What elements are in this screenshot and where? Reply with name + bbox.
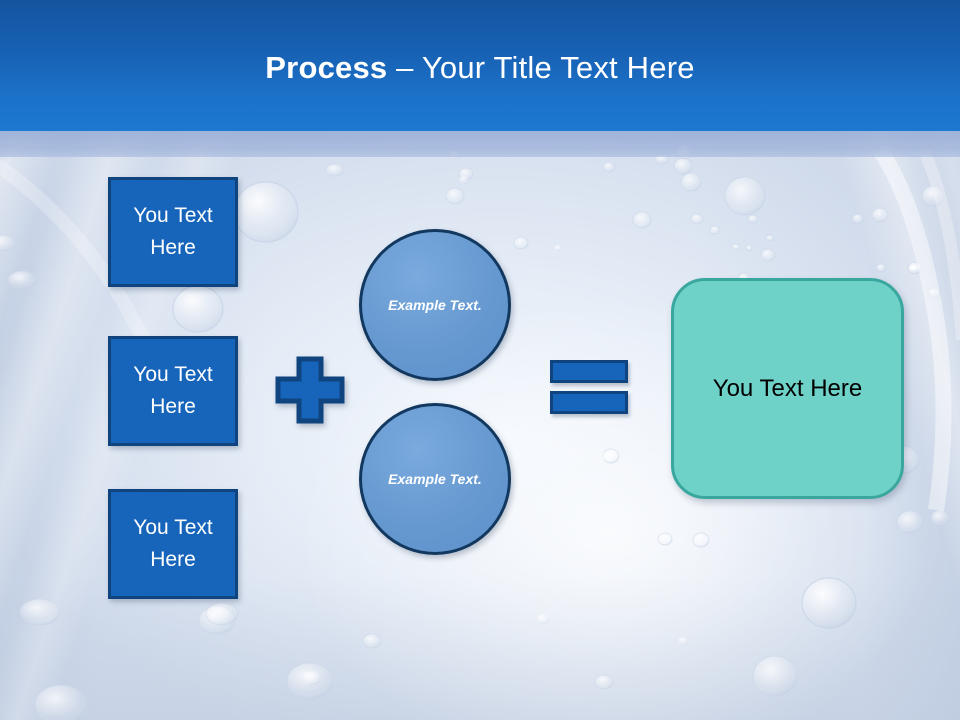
slide-header: Process – Your Title Text Here: [0, 0, 960, 131]
page-title-separator: –: [387, 50, 422, 85]
modifier-circle-2[interactable]: Example Text.: [359, 403, 511, 555]
modifier-circle-1[interactable]: Example Text.: [359, 229, 511, 381]
page-title: Process – Your Title Text Here: [0, 50, 960, 86]
page-title-bold: Process: [265, 50, 388, 85]
input-box-1-label: You Text Here: [133, 204, 213, 259]
input-box-3[interactable]: You Text Here: [108, 489, 238, 599]
plus-operator[interactable]: [275, 356, 345, 424]
input-box-1[interactable]: You Text Here: [108, 177, 238, 287]
modifier-circle-2-label: Example Text.: [388, 470, 482, 487]
equals-operator[interactable]: [550, 360, 630, 414]
input-box-2[interactable]: You Text Here: [108, 336, 238, 446]
equals-icon-bar-top: [550, 360, 628, 383]
header-accent-band: [0, 131, 960, 157]
result-box[interactable]: You Text Here: [671, 278, 904, 499]
equals-icon-bar-bottom: [550, 391, 628, 414]
plus-icon: [275, 356, 345, 424]
input-box-2-label: You Text Here: [133, 363, 213, 418]
modifier-circle-1-label: Example Text.: [388, 296, 482, 313]
page-title-rest: Your Title Text Here: [421, 50, 695, 85]
result-box-label: You Text Here: [712, 374, 863, 402]
input-box-3-label: You Text Here: [133, 516, 213, 571]
